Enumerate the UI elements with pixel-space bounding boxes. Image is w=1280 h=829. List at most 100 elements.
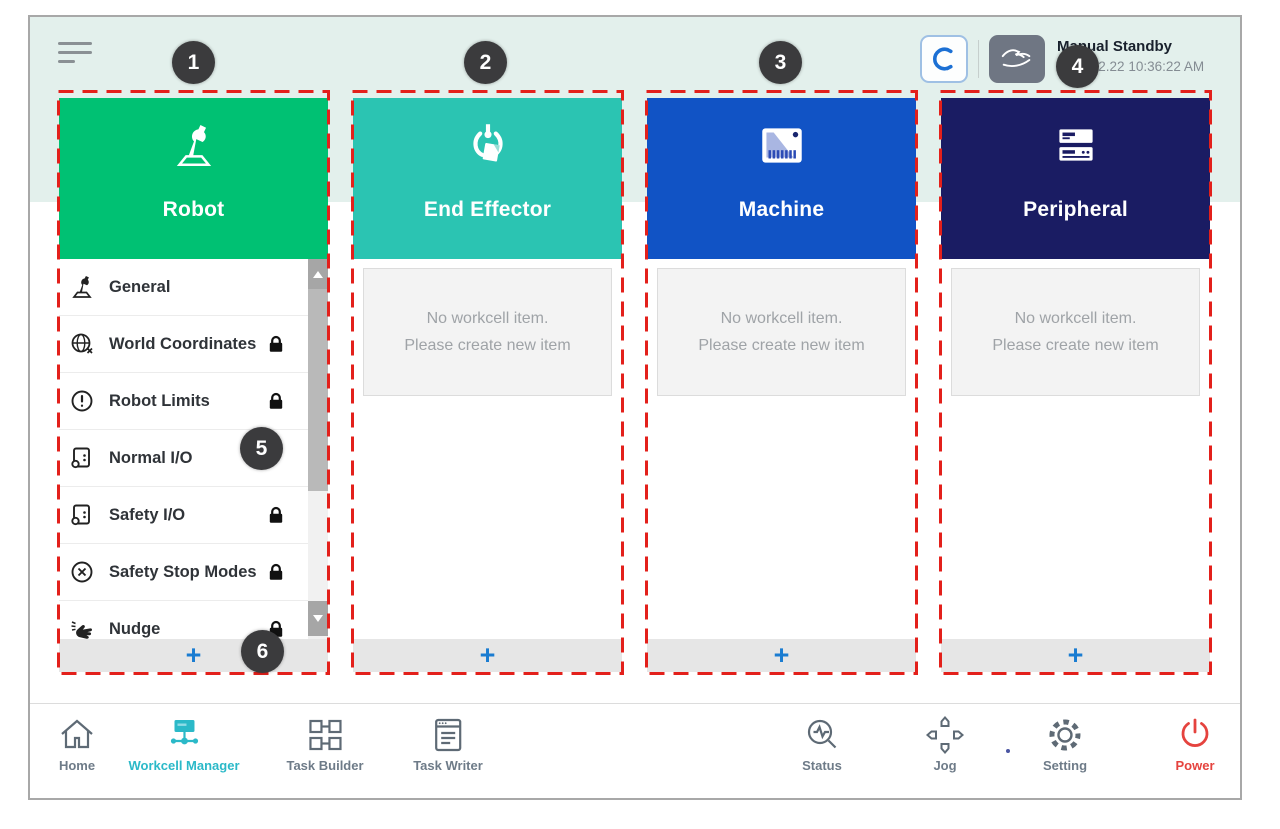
jog-icon	[925, 715, 965, 755]
plus-icon: +	[773, 639, 790, 670]
end-effector-card-title: End Effector	[423, 198, 552, 221]
menu-item-label: Nudge	[109, 619, 161, 638]
nudge-icon	[67, 615, 97, 639]
menu-item-label: World Coordinates	[109, 334, 257, 353]
machine-column: Machine No workcell item. Please create …	[645, 90, 918, 675]
triangle-down-icon	[313, 615, 323, 622]
nav-label: Status	[802, 758, 842, 773]
menu-item-label: Normal I/O	[109, 448, 193, 467]
lock-icon	[266, 391, 286, 411]
machine-empty-area: No workcell item. Please create new item	[647, 259, 916, 639]
add-end-effector-item-button[interactable]: +	[353, 639, 622, 672]
menu-item-safety-io[interactable]: Safety I/O	[59, 487, 328, 544]
empty-line2: Please create new item	[404, 337, 571, 354]
nav-setting[interactable]: Setting	[1043, 713, 1087, 773]
general-icon	[67, 273, 97, 301]
setting-icon	[1049, 719, 1081, 751]
nav-label: Setting	[1042, 758, 1088, 773]
nav-label: Task Builder	[286, 758, 364, 773]
robot-limits-icon	[67, 387, 97, 415]
peripheral-card-header[interactable]: Peripheral	[941, 98, 1210, 259]
add-peripheral-item-button[interactable]: +	[941, 639, 1210, 672]
robot-menu-list: General World Coordinates	[59, 259, 328, 639]
hand-icon	[1001, 49, 1031, 67]
lock-icon	[266, 505, 286, 525]
empty-line1: No workcell item.	[720, 310, 843, 327]
menu-item-label: Robot Limits	[109, 391, 210, 410]
add-robot-item-button[interactable]: +	[59, 639, 328, 672]
nav-status[interactable]: Status	[800, 713, 844, 773]
machine-icon	[755, 116, 809, 174]
machine-card-title: Machine	[738, 198, 825, 221]
bottom-navigation: Home Workcell Manager Task Builder	[30, 703, 1240, 798]
callout-6: 6	[241, 630, 284, 673]
plus-icon: +	[185, 639, 202, 670]
scroll-down-button[interactable]	[308, 601, 328, 636]
nav-task-builder[interactable]: Task Builder	[286, 713, 364, 773]
menu-item-nudge[interactable]: Nudge	[59, 601, 328, 639]
peripheral-column: Peripheral No workcell item. Please crea…	[939, 90, 1212, 675]
menu-button[interactable]	[58, 42, 92, 68]
nav-power[interactable]: Power	[1173, 713, 1217, 773]
io-icon	[67, 444, 97, 472]
robot-card-header[interactable]: Robot	[59, 98, 328, 259]
world-coordinates-icon	[67, 330, 97, 358]
home-icon	[61, 719, 93, 749]
lock-icon	[266, 334, 286, 354]
end-effector-empty-area: No workcell item. Please create new item	[353, 259, 622, 639]
nav-label: Power	[1175, 758, 1215, 773]
hamburger-icon	[58, 42, 92, 45]
callout-1: 1	[172, 41, 215, 84]
task-writer-icon	[434, 718, 462, 752]
callout-5: 5	[240, 427, 283, 470]
nav-label: Home	[58, 758, 96, 773]
lock-icon	[266, 562, 286, 582]
empty-line1: No workcell item.	[426, 310, 549, 327]
nav-workcell-manager[interactable]: Workcell Manager	[128, 713, 240, 773]
hand-guide-button[interactable]	[989, 35, 1045, 83]
gripper-icon	[933, 47, 953, 71]
plus-icon: +	[1067, 639, 1084, 670]
toolbar-divider	[978, 40, 979, 78]
empty-line1: No workcell item.	[1014, 310, 1137, 327]
scroll-up-button[interactable]	[308, 259, 328, 289]
nav-label: Task Writer	[413, 758, 483, 773]
menu-item-robot-limits[interactable]: Robot Limits	[59, 373, 328, 430]
menu-item-safety-stop-modes[interactable]: Safety Stop Modes	[59, 544, 328, 601]
workcell-manager-icon	[170, 720, 198, 745]
task-builder-icon	[308, 719, 342, 751]
status-icon	[807, 719, 837, 749]
nav-label: Workcell Manager	[128, 758, 240, 773]
nav-jog[interactable]: Jog	[923, 713, 967, 773]
end-effector-icon	[461, 116, 515, 174]
add-machine-item-button[interactable]: +	[647, 639, 916, 672]
gripper-tool-button[interactable]	[920, 35, 968, 83]
app-window: Manual Standby 2022.12.22 10:36:22 AM Ro…	[28, 15, 1242, 800]
menu-item-world-coordinates[interactable]: World Coordinates	[59, 316, 328, 373]
empty-state-box: No workcell item. Please create new item	[363, 268, 612, 396]
menu-item-label: General	[109, 277, 171, 296]
end-effector-card-header[interactable]: End Effector	[353, 98, 622, 259]
callout-3: 3	[759, 41, 802, 84]
scrollbar-thumb[interactable]	[308, 289, 328, 491]
menu-item-general[interactable]: General	[59, 259, 328, 316]
empty-line2: Please create new item	[992, 337, 1159, 354]
separator-dot	[1006, 749, 1010, 753]
peripheral-card-title: Peripheral	[1023, 198, 1128, 221]
menu-item-label: Safety Stop Modes	[109, 562, 257, 581]
scrollbar[interactable]	[308, 259, 328, 639]
io-icon	[67, 501, 97, 529]
empty-state-box: No workcell item. Please create new item	[657, 268, 906, 396]
plus-icon: +	[479, 639, 496, 670]
power-icon	[1181, 718, 1209, 747]
nav-task-writer[interactable]: Task Writer	[413, 713, 483, 773]
machine-card-header[interactable]: Machine	[647, 98, 916, 259]
nav-label: Jog	[933, 758, 957, 773]
peripheral-icon	[1049, 116, 1103, 174]
menu-item-normal-io[interactable]: Normal I/O	[59, 430, 328, 487]
robot-card-title: Robot	[162, 198, 225, 221]
empty-state-box: No workcell item. Please create new item	[951, 268, 1200, 396]
callout-2: 2	[464, 41, 507, 84]
nav-home[interactable]: Home	[55, 713, 99, 773]
triangle-up-icon	[313, 270, 323, 278]
